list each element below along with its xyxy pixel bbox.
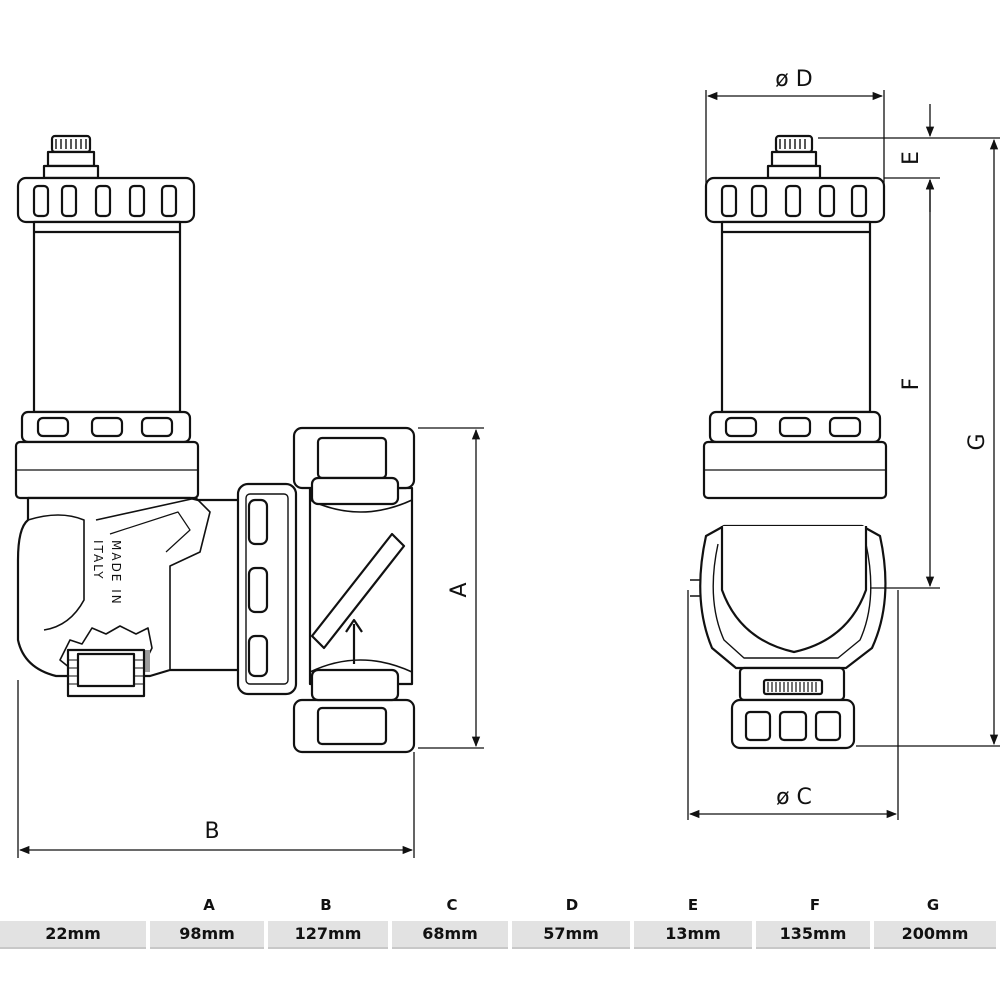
value-e: 13mm xyxy=(634,921,752,949)
front-air-vent-knob xyxy=(766,134,822,180)
header-f: F xyxy=(809,896,821,914)
dimension-b xyxy=(17,680,415,858)
dimension-e-label: E xyxy=(899,151,924,165)
made-in-stamp: MADE IN xyxy=(109,540,123,606)
spec-table-header: A B C D E F G xyxy=(0,892,1000,918)
lower-collar xyxy=(14,410,200,500)
dimension-c-label: ø C xyxy=(776,785,812,810)
value-b: 127mm xyxy=(268,921,388,949)
value-size: 22mm xyxy=(0,921,146,949)
header-d: D xyxy=(565,896,579,914)
front-bottom-nut xyxy=(730,666,856,750)
technical-drawing: MADE IN ITALY A B xyxy=(14,67,1000,858)
dimension-a xyxy=(418,427,484,749)
dimension-f-label: F xyxy=(899,378,924,391)
value-a: 98mm xyxy=(150,921,264,949)
air-vent-knob xyxy=(42,134,100,180)
header-g: G xyxy=(926,896,940,914)
dimension-g xyxy=(856,137,1000,747)
spec-table: A B C D E F G 22mm 98mm 127mm 68mm 57mm … xyxy=(0,888,1000,958)
union-nut xyxy=(236,482,298,696)
italy-stamp: ITALY xyxy=(91,540,105,581)
value-c: 68mm xyxy=(392,921,508,949)
valve-body xyxy=(16,496,242,698)
side-view xyxy=(14,134,416,754)
spec-table-row: 22mm 98mm 127mm 68mm 57mm 13mm 135mm 200… xyxy=(0,921,1000,951)
dimension-d-label: ø D xyxy=(775,67,812,92)
value-f: 135mm xyxy=(756,921,870,949)
header-c: C xyxy=(446,896,458,914)
dimension-b-label: B xyxy=(204,819,219,844)
top-cap xyxy=(16,176,196,224)
pipe-fitting xyxy=(292,426,416,754)
filter-cylinder xyxy=(32,220,182,414)
dimension-a-label: A xyxy=(447,582,472,597)
header-e: E xyxy=(687,896,699,914)
front-top-cap xyxy=(704,176,886,224)
front-union-ring xyxy=(690,524,887,670)
dimension-f xyxy=(870,178,940,589)
dimension-g-label: G xyxy=(965,433,990,450)
header-b: B xyxy=(320,896,332,914)
front-view xyxy=(690,134,888,750)
header-a: A xyxy=(203,896,215,914)
dimension-c xyxy=(687,590,899,820)
value-d: 57mm xyxy=(512,921,630,949)
value-g: 200mm xyxy=(874,921,996,949)
front-filter-cylinder xyxy=(720,220,872,414)
front-lower-collar xyxy=(702,410,888,500)
